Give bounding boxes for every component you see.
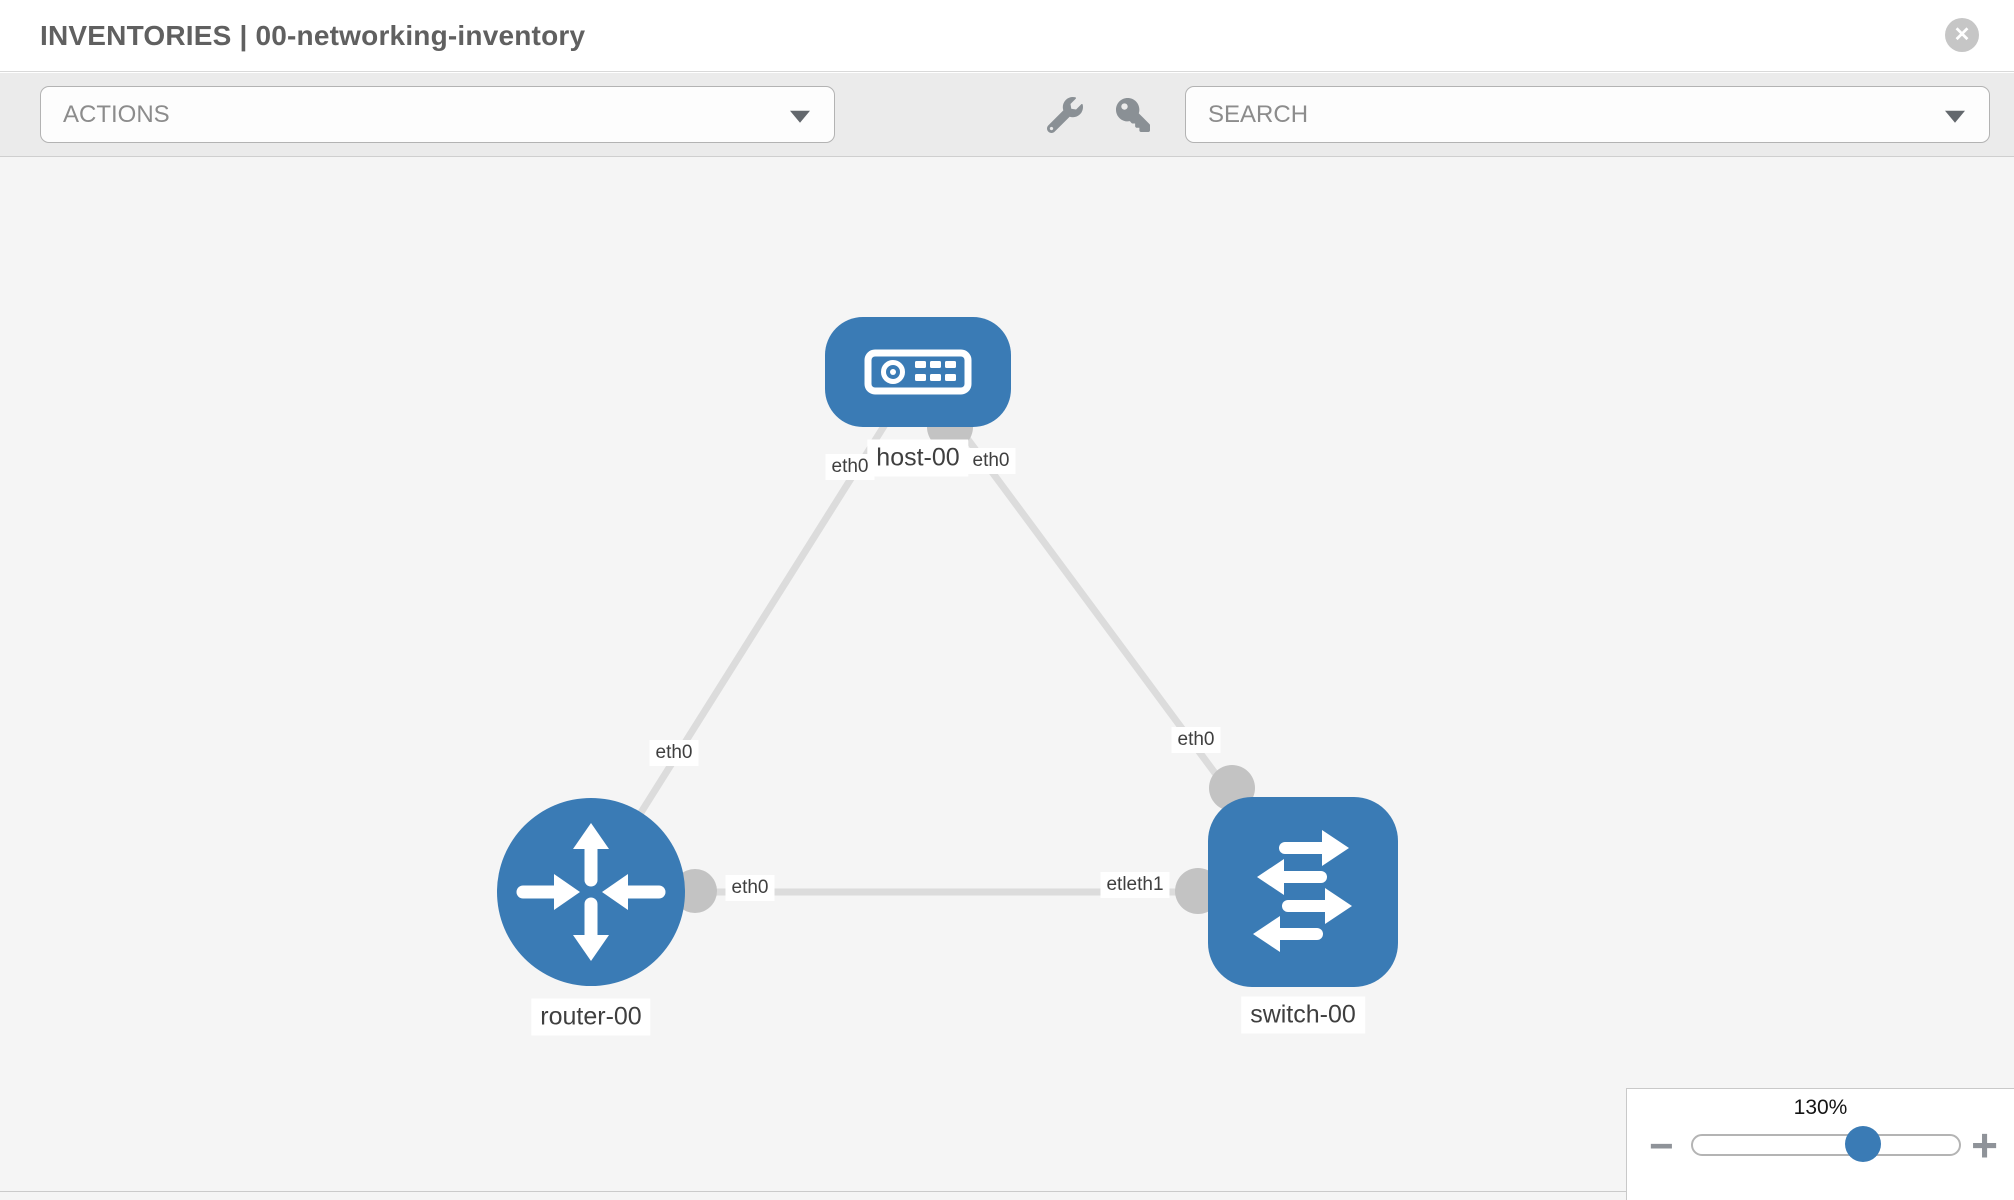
chevron-down-icon [1945, 110, 1965, 123]
close-glyph: ✕ [1953, 24, 1971, 46]
close-icon[interactable]: ✕ [1945, 18, 1979, 52]
wrench-button[interactable] [1045, 95, 1085, 135]
switch-arrows-icon [1253, 830, 1352, 952]
node-label-router: router-00 [531, 998, 651, 1036]
node-host-00[interactable] [825, 317, 1011, 427]
chevron-down-icon [790, 110, 810, 123]
zoom-panel: 130% − + [1626, 1088, 2014, 1200]
iface-label-switch-top: eth0 [1171, 727, 1221, 753]
node-label-host: host-00 [867, 439, 969, 477]
search-dropdown-label: SEARCH [1208, 100, 1309, 128]
server-icon [864, 349, 972, 395]
iface-label-router-top: eth0 [649, 740, 699, 766]
iface-label-router-mid: eth0 [725, 875, 775, 901]
node-label-switch: switch-00 [1241, 996, 1365, 1034]
iface-label-host-right: eth0 [966, 448, 1016, 474]
search-dropdown[interactable]: SEARCH [1185, 86, 1990, 143]
topology-canvas[interactable]: host-00 router-00 switch-00 eth0 eth0 et… [0, 157, 2014, 1200]
wrench-icon [1047, 97, 1083, 133]
header-bar: INVENTORIES | 00-networking-inventory ✕ [0, 0, 2014, 72]
node-switch-00[interactable] [1208, 797, 1398, 987]
zoom-slider-thumb[interactable] [1845, 1126, 1881, 1162]
zoom-in-button[interactable]: + [1971, 1119, 1998, 1171]
topology-graph [497, 317, 1398, 987]
canvas-bottom-border [0, 1191, 2014, 1192]
toolbar: ACTIONS SEARCH [0, 73, 2014, 157]
actions-dropdown-label: ACTIONS [63, 100, 170, 128]
zoom-out-button[interactable]: − [1649, 1122, 1674, 1169]
actions-dropdown[interactable]: ACTIONS [40, 86, 835, 143]
node-router-00[interactable] [497, 798, 685, 986]
iface-label-host-left: eth0 [825, 454, 875, 480]
key-icon [1116, 98, 1150, 132]
key-button[interactable] [1113, 95, 1153, 135]
router-arrows-icon [516, 823, 666, 961]
iface-label-switch-mid: etleth1 [1100, 872, 1170, 898]
zoom-slider-track[interactable] [1691, 1134, 1961, 1156]
zoom-level-value: 130% [1793, 1096, 1848, 1119]
page-title: INVENTORIES | 00-networking-inventory [40, 19, 586, 51]
